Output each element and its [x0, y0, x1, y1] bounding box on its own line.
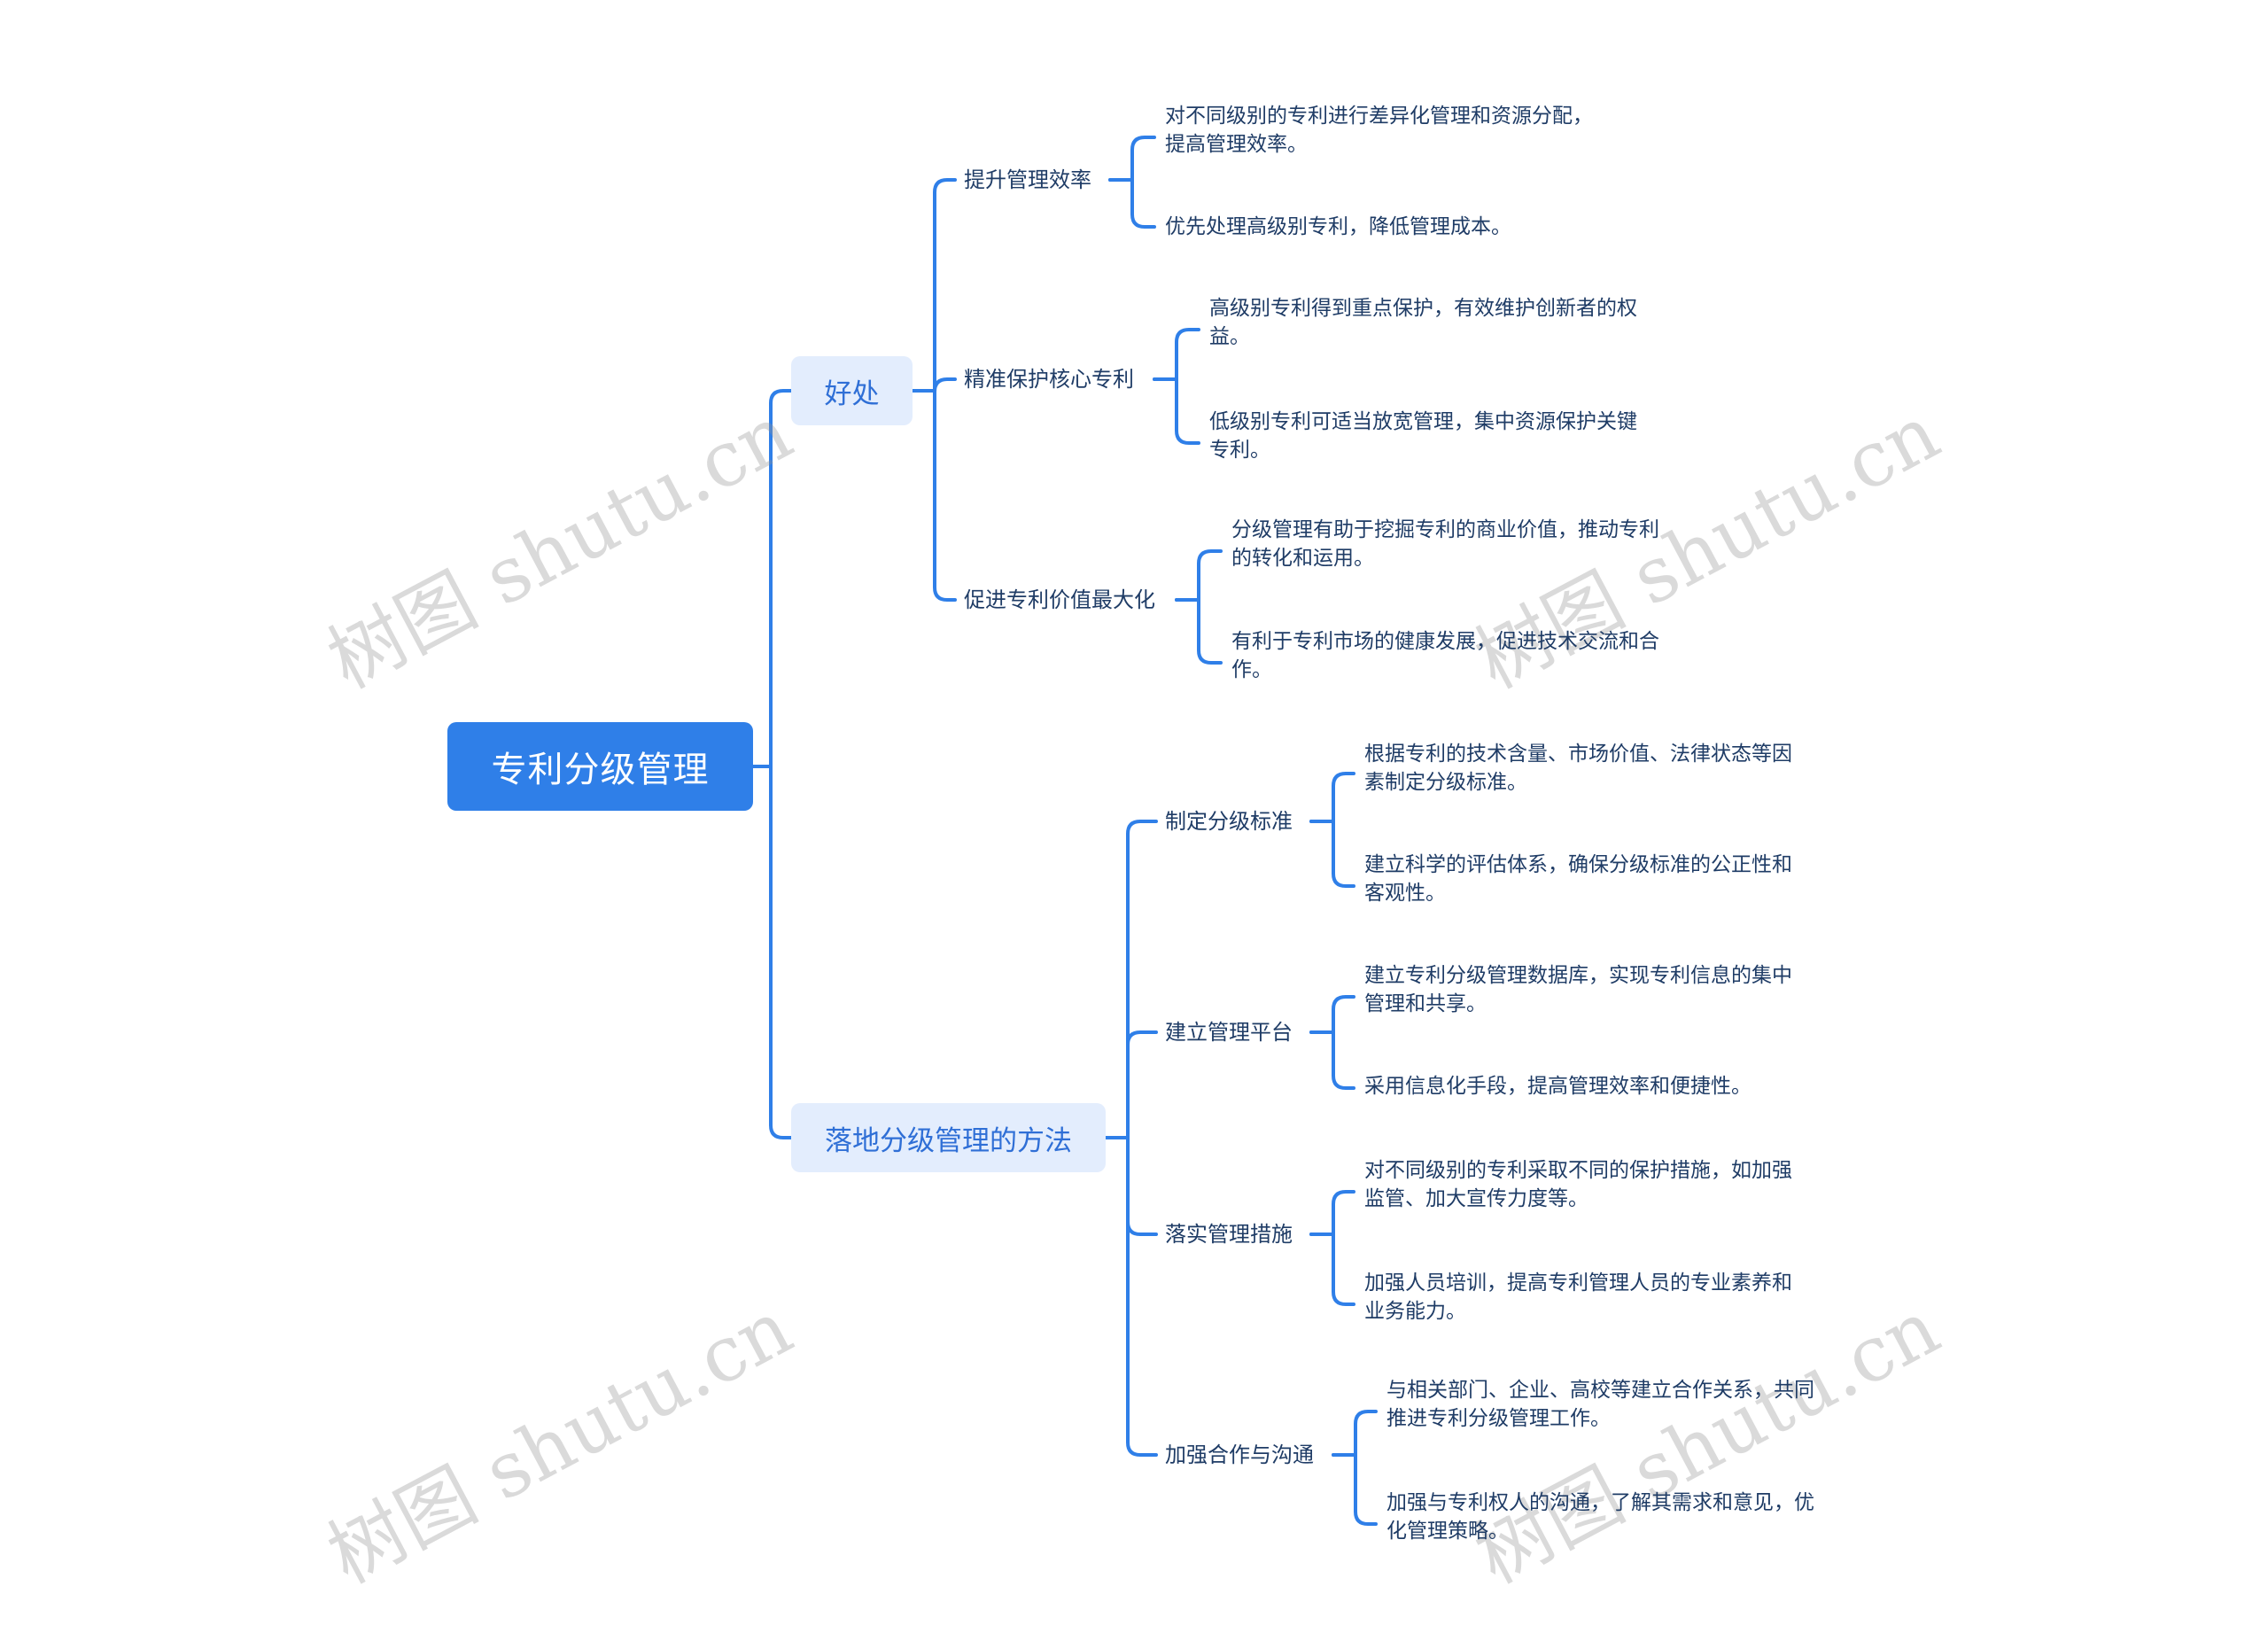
sub-topic-1-1[interactable]: 提升管理效率 — [964, 167, 1091, 192]
sub-detail-connector-2-3-2 — [1309, 1233, 1355, 1306]
branch-sub-connector-2-4 — [1104, 1136, 1158, 1457]
sub-detail-connector-1-2-2 — [1153, 377, 1200, 445]
detail-1-2-1: 高级别专利得到重点保护，有效维护创新者的权益。 — [1209, 297, 1637, 348]
sub-topic-1-2[interactable]: 精准保护核心专利 — [964, 367, 1134, 392]
sub-detail-connector-1-2-1 — [1153, 328, 1200, 381]
sub-detail-connector-1-3-1 — [1175, 549, 1223, 602]
detail-1-1-2: 优先处理高级别专利，降低管理成本。 — [1165, 215, 1511, 238]
detail-2-4-1: 与相关部门、企业、高校等建立合作关系，共同推进专利分级管理工作。 — [1386, 1379, 1814, 1430]
sub-detail-connector-1-1-2 — [1108, 178, 1156, 229]
branch-node-1[interactable]: 好处 — [791, 356, 913, 425]
sub-detail-connector-2-1-2 — [1309, 820, 1355, 888]
detail-2-2-2: 采用信息化手段，提高管理效率和便捷性。 — [1364, 1075, 1751, 1098]
branch-sub-connector-2-1 — [1104, 820, 1158, 1139]
detail-2-1-1: 根据专利的技术含量、市场价值、法律状态等因素制定分级标准。 — [1364, 743, 1792, 794]
branch-sub-connector-2-3 — [1104, 1136, 1158, 1236]
detail-1-3-1: 分级管理有助于挖掘专利的商业价值，推动专利的转化和运用。 — [1231, 518, 1659, 570]
sub-detail-connector-2-4-2 — [1332, 1453, 1378, 1526]
branch-sub-connector-2-2 — [1104, 1030, 1158, 1139]
sub-detail-connector-1-1-1 — [1108, 136, 1156, 182]
detail-2-3-1: 对不同级别的专利采取不同的保护措施，如加强监管、加大宣传力度等。 — [1364, 1159, 1792, 1210]
sub-detail-connector-2-4-1 — [1332, 1410, 1378, 1457]
sub-topic-2-1[interactable]: 制定分级标准 — [1165, 809, 1293, 834]
detail-2-3-2: 加强人员培训，提高专利管理人员的专业素养和业务能力。 — [1364, 1271, 1792, 1323]
sub-topic-2-4[interactable]: 加强合作与沟通 — [1165, 1442, 1314, 1467]
sub-detail-connector-2-3-1 — [1309, 1190, 1355, 1236]
sub-topic-2-3[interactable]: 落实管理措施 — [1165, 1222, 1293, 1247]
root-branch-connector-1 — [751, 389, 793, 768]
sub-detail-connector-2-2-2 — [1309, 1030, 1355, 1090]
branch-sub-connector-1-3 — [911, 389, 957, 602]
detail-1-2-2: 低级别专利可适当放宽管理，集中资源保护关键专利。 — [1209, 410, 1637, 462]
sub-detail-connector-2-1-1 — [1309, 772, 1355, 823]
branch-sub-connector-1-1 — [911, 178, 957, 393]
detail-2-2-1: 建立专利分级管理数据库，实现专利信息的集中管理和共享。 — [1364, 964, 1792, 1015]
sub-topic-1-3[interactable]: 促进专利价值最大化 — [964, 587, 1155, 612]
sub-detail-connector-2-2-1 — [1309, 995, 1355, 1034]
sub-detail-connector-1-3-2 — [1175, 598, 1223, 665]
detail-2-4-2: 加强与专利权人的沟通，了解其需求和意见，优化管理策略。 — [1386, 1491, 1814, 1543]
root-node[interactable]: 专利分级管理 — [447, 722, 753, 811]
branch-node-2[interactable]: 落地分级管理的方法 — [791, 1103, 1106, 1172]
detail-1-3-2: 有利于专利市场的健康发展，促进技术交流和合作。 — [1231, 630, 1659, 681]
detail-2-1-2: 建立科学的评估体系，确保分级标准的公正性和客观性。 — [1364, 853, 1792, 905]
sub-topic-2-2[interactable]: 建立管理平台 — [1165, 1020, 1293, 1045]
root-branch-connector-2 — [751, 765, 793, 1139]
detail-1-1-1: 对不同级别的专利进行差异化管理和资源分配，提高管理效率。 — [1165, 105, 1593, 156]
